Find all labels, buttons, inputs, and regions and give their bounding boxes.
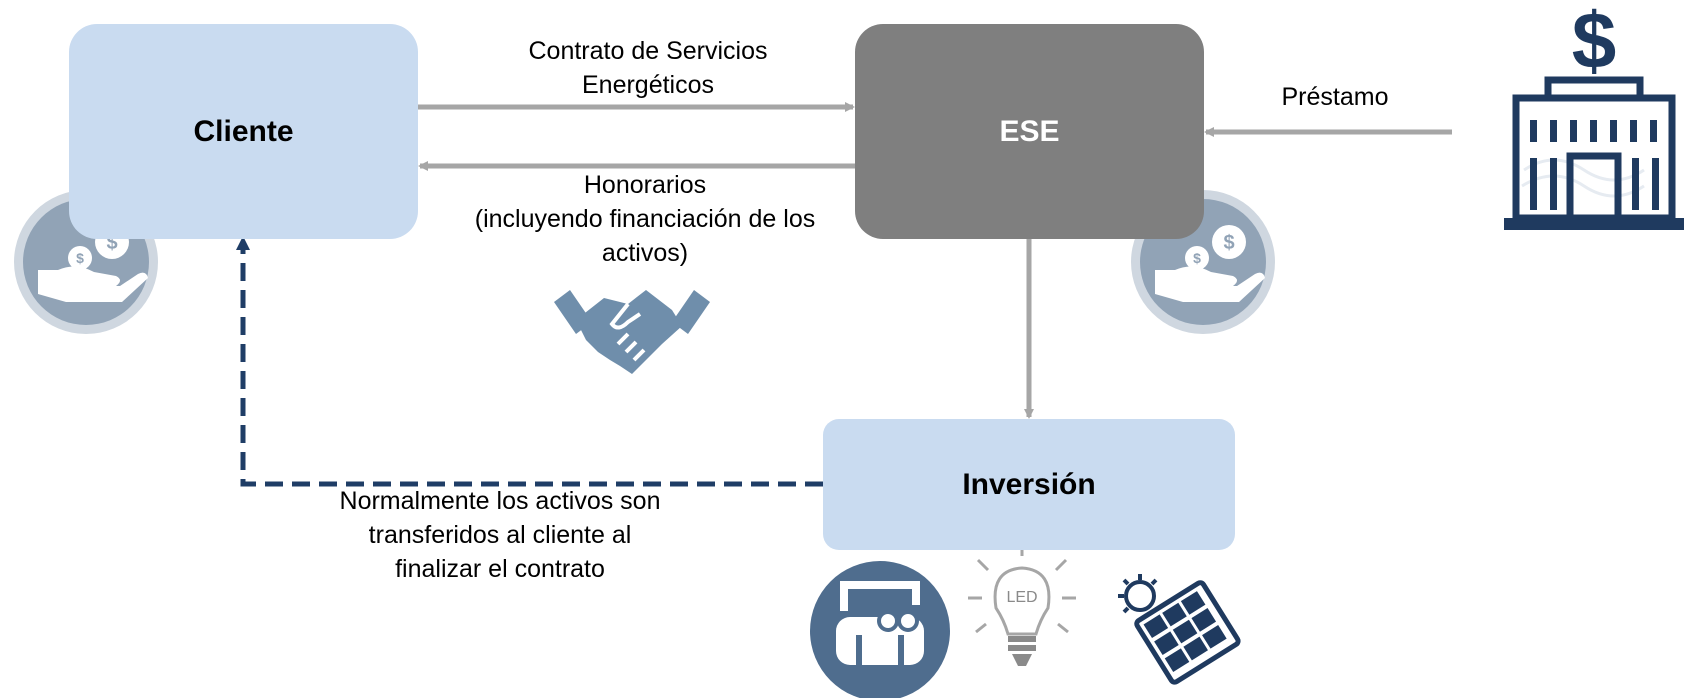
node-cliente-label: Cliente bbox=[193, 114, 294, 148]
edge-label-contrato-line2: Energéticos bbox=[581, 71, 715, 99]
edge-label-honorarios: Honorarios (incluyendo financiación de l… bbox=[430, 168, 860, 270]
edge-label-transfer: Normalmente los activos son transferidos… bbox=[290, 484, 710, 586]
svg-text:$: $ bbox=[76, 250, 84, 266]
edge-label-honorarios-line1: Honorarios bbox=[583, 171, 707, 199]
arrow-transfer-dashed bbox=[236, 236, 823, 487]
boiler-icon bbox=[810, 561, 950, 698]
node-ese: ESE bbox=[855, 24, 1204, 239]
edge-label-prestamo: Préstamo bbox=[1240, 80, 1430, 114]
edge-label-honorarios-line2: (incluyendo financiación de los bbox=[474, 205, 816, 233]
node-cliente: Cliente bbox=[69, 24, 418, 239]
edge-label-contrato-line1: Contrato de Servicios bbox=[528, 37, 768, 65]
svg-text:$: $ bbox=[1223, 232, 1234, 254]
svg-text:LED: LED bbox=[1006, 589, 1037, 606]
node-ese-label: ESE bbox=[999, 114, 1060, 148]
solar-panel-icon bbox=[1118, 574, 1241, 685]
node-inversion: Inversión bbox=[823, 419, 1235, 550]
edge-label-contrato: Contrato de Servicios Energéticos bbox=[478, 34, 818, 102]
svg-text:$: $ bbox=[106, 232, 117, 254]
svg-text:$: $ bbox=[1572, 0, 1617, 85]
svg-text:$: $ bbox=[1193, 250, 1201, 266]
edge-label-transfer-line3: finalizar el contrato bbox=[395, 555, 605, 583]
node-inversion-label: Inversión bbox=[962, 467, 1096, 501]
bank-icon: $ bbox=[1504, 0, 1684, 230]
handshake-icon bbox=[554, 290, 710, 374]
edge-label-transfer-line2: transferidos al cliente al bbox=[368, 521, 632, 549]
hand-coins-icon: $ $ bbox=[1131, 190, 1275, 334]
led-bulb-icon: LED bbox=[968, 542, 1076, 666]
edge-label-honorarios-line3: activos) bbox=[601, 239, 689, 267]
edge-label-transfer-line1: Normalmente los activos son bbox=[339, 487, 661, 515]
edge-label-prestamo-text: Préstamo bbox=[1281, 83, 1389, 111]
